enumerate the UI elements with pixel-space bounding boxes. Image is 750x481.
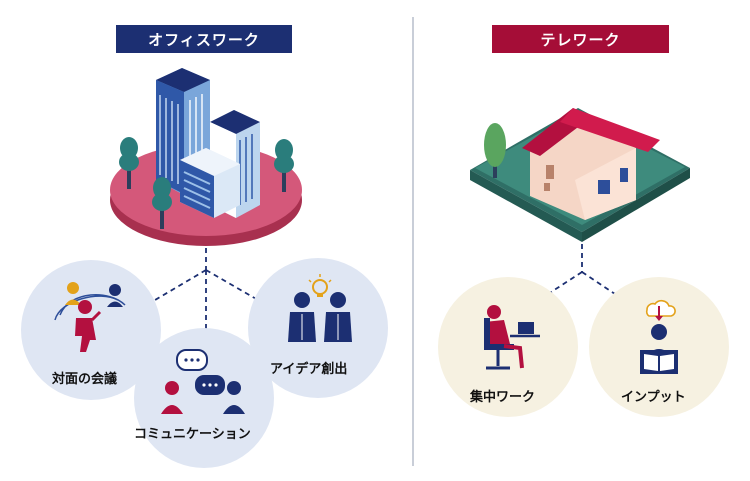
section-divider [412, 17, 414, 466]
office-work-title: オフィスワーク [116, 25, 292, 53]
idea-icon [288, 274, 352, 342]
tree-icon [484, 123, 506, 178]
reading-icon [640, 299, 678, 374]
tree-icon [119, 137, 294, 229]
input-label: インプット [621, 390, 686, 405]
input-circle [589, 277, 729, 417]
meeting-label: 対面の会議 [52, 372, 118, 387]
idea-label: アイデア創出 [270, 362, 348, 377]
communication-circle [134, 328, 274, 468]
conversation-icon [161, 349, 245, 414]
desk-work-icon [484, 305, 540, 370]
communication-label: コミュニケーション [134, 427, 251, 442]
idea-circle [248, 258, 388, 398]
meeting-icon [54, 282, 126, 352]
focus-work-label: 集中ワーク [470, 390, 536, 405]
telework-connector-lines [544, 244, 619, 297]
telework-title: テレワーク [492, 25, 669, 53]
house-icon [522, 108, 660, 220]
office-building-icon [156, 68, 260, 218]
office-connector-lines [154, 248, 259, 330]
